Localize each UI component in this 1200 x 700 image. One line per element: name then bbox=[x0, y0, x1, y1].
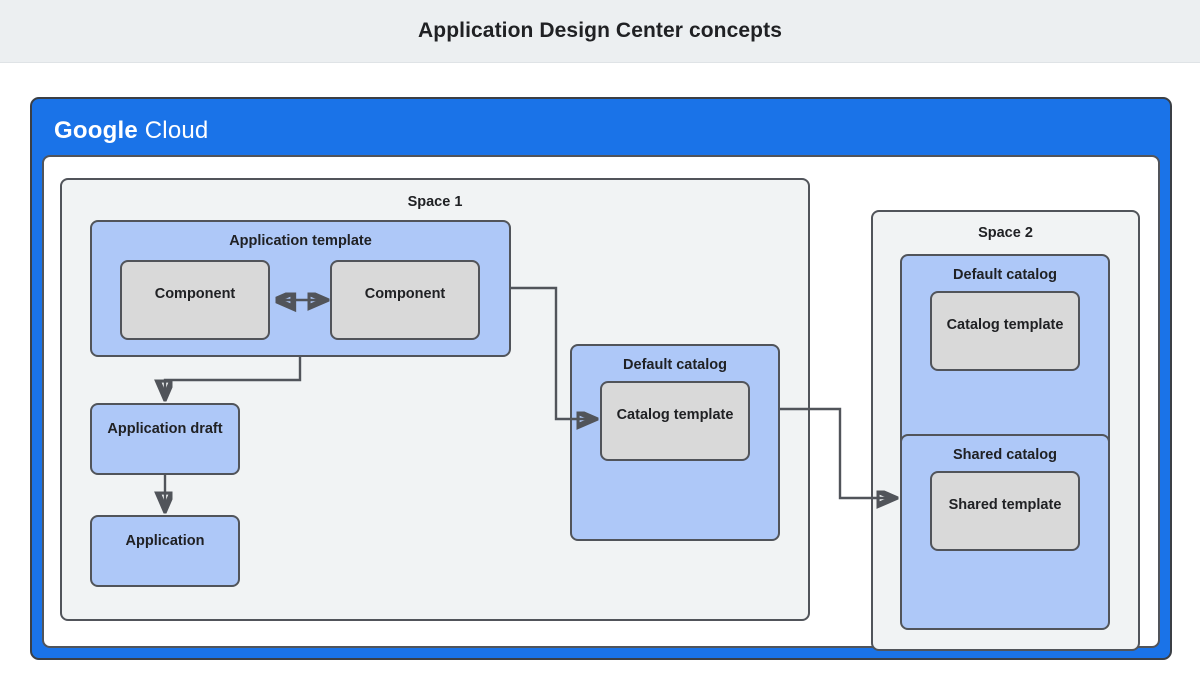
component-label-2: Component bbox=[364, 286, 446, 302]
component-box-1: Component bbox=[120, 260, 270, 340]
diagram-canvas: Google Cloud Space 1 Application templat… bbox=[0, 63, 1200, 700]
application-draft-node: Application draft bbox=[90, 403, 240, 475]
application-node: Application bbox=[90, 515, 240, 587]
default-catalog-label-space-1: Default catalog bbox=[623, 357, 727, 373]
google-wordmark-secondary: Cloud bbox=[144, 117, 209, 144]
shared-template-box: Shared template bbox=[930, 471, 1080, 551]
shared-template-label: Shared template bbox=[948, 497, 1062, 513]
catalog-template-box-space-1: Catalog template bbox=[600, 381, 750, 461]
page-title: Application Design Center concepts bbox=[418, 19, 782, 42]
space-2-label: Space 2 bbox=[978, 225, 1033, 241]
header-band: Application Design Center concepts bbox=[0, 0, 1200, 63]
shared-catalog-label: Shared catalog bbox=[953, 447, 1057, 463]
component-label-1: Component bbox=[154, 286, 236, 302]
space-1-label: Space 1 bbox=[407, 194, 463, 210]
application-label: Application bbox=[125, 533, 205, 549]
catalog-template-box-space-2: Catalog template bbox=[930, 291, 1080, 371]
application-template-label: Application template bbox=[229, 233, 372, 249]
catalog-template-label-space-2: Catalog template bbox=[946, 317, 1064, 333]
google-cloud-wordmark: Google Cloud bbox=[54, 117, 208, 145]
application-draft-label: Application draft bbox=[107, 421, 223, 437]
google-wordmark-primary: Google bbox=[54, 117, 138, 144]
component-box-2: Component bbox=[330, 260, 480, 340]
catalog-template-label-space-1: Catalog template bbox=[616, 407, 734, 423]
default-catalog-label-space-2: Default catalog bbox=[953, 267, 1057, 283]
